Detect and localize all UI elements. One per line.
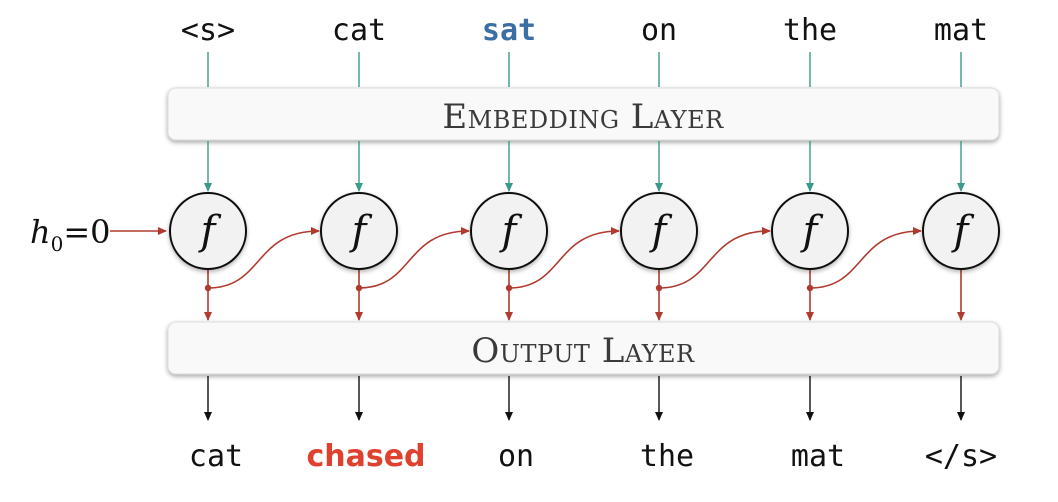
input-token: mat: [934, 13, 988, 48]
output-token: on: [498, 439, 534, 474]
rnn-cell-circle: [169, 192, 247, 270]
recurrent-arrow: [508, 227, 620, 289]
input-arrows-mid: [204, 141, 965, 192]
rnn-cell-circle: [922, 192, 1000, 270]
initial-state-sub: 0: [51, 232, 64, 256]
recurrent-arrow: [207, 227, 320, 289]
output-token: cat: [189, 439, 243, 474]
output-layer-label: Output Layer: [471, 331, 695, 371]
output-token: the: [640, 439, 694, 474]
rnn-cell: f: [470, 192, 548, 270]
output-layer-box: [167, 321, 1000, 375]
output-token: </s>: [925, 439, 997, 474]
embedding-layer-box: [167, 87, 1000, 141]
embedding-layer: Embedding Layer: [167, 87, 1000, 141]
rnn-cell-circle: [320, 192, 398, 270]
input-token: cat: [332, 13, 386, 48]
recurrent-arrow: [358, 227, 470, 289]
rnn-cell: f: [771, 192, 849, 270]
initial-state-eq: =0: [63, 213, 110, 251]
initial-state: h0=0: [30, 213, 167, 256]
output-layer: Output Layer: [167, 321, 1000, 375]
recurrent-arrow: [658, 227, 771, 289]
input-token: sat: [482, 13, 536, 48]
rnn-cell-circle: [771, 192, 849, 270]
output-tokens: cat chased on the mat </s>: [189, 439, 997, 474]
output-token: chased: [306, 439, 425, 474]
rnn-cell-circle: [620, 192, 698, 270]
rnn-cell-circle: [470, 192, 548, 270]
input-token: the: [783, 13, 837, 48]
output-arrows-mid: [204, 288, 965, 321]
rnn-cell: f: [169, 192, 247, 270]
initial-state-var: h: [30, 213, 51, 251]
embedding-layer-label: Embedding Layer: [442, 97, 724, 137]
input-arrows-top: [207, 52, 962, 87]
output-token: mat: [791, 439, 845, 474]
rnn-cell: f: [320, 192, 398, 270]
output-arrows-bottom: [204, 376, 965, 421]
input-token: on: [641, 13, 677, 48]
input-token: <s>: [181, 13, 235, 48]
initial-state-label: h0=0: [30, 213, 111, 256]
rnn-cell: f: [922, 192, 1000, 270]
input-tokens: <s> cat sat on the mat: [181, 13, 988, 48]
recurrent-arrow: [809, 227, 922, 289]
rnn-cell: f: [620, 192, 698, 270]
